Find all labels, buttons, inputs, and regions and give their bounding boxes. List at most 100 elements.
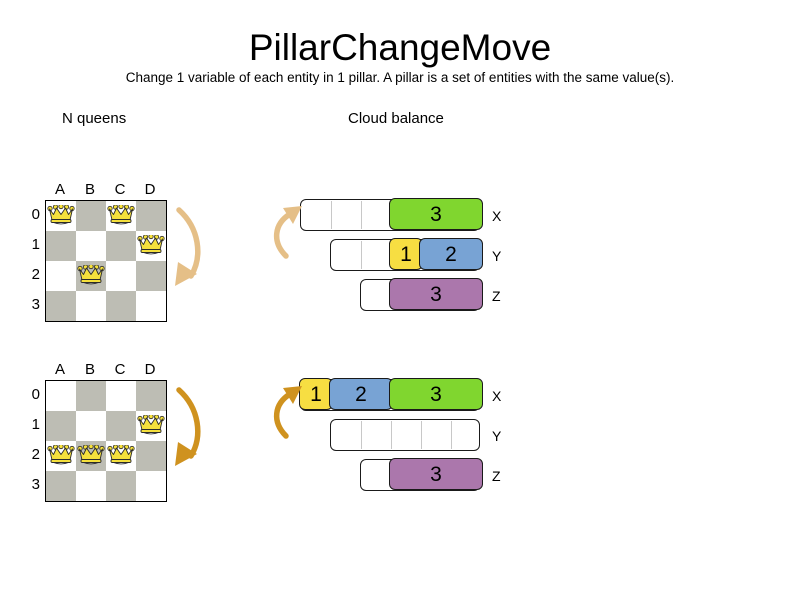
cloud-process-segment-3[interactable]: 3 [389, 378, 483, 411]
cloud-process-label: 1 [400, 242, 412, 266]
cloud-computer-label-y: Y [492, 428, 502, 444]
move-arrow-nqueens-bottom [165, 378, 225, 473]
board-cell-c1[interactable] [106, 411, 136, 441]
cloud-bar-divider [331, 201, 332, 229]
section-caption-nqueens: N queens [62, 110, 127, 127]
cloud-process-segment-3[interactable]: 3 [389, 198, 483, 231]
cloud-computer-label-z: Z [492, 288, 501, 304]
board-cell-d3[interactable] [136, 291, 166, 321]
queen-icon [107, 205, 135, 225]
cloud-computer-label-y: Y [492, 248, 502, 264]
board-cell-b0[interactable] [76, 381, 106, 411]
page-title: PillarChangeMove [248, 27, 552, 68]
cloud-process-label: 2 [355, 382, 367, 406]
board-cell-c0[interactable] [106, 201, 136, 231]
board-cell-a3[interactable] [46, 471, 76, 501]
board-file-label-d: D [144, 361, 156, 378]
board-rank-label-2: 2 [31, 446, 40, 463]
board-cell-c1[interactable] [106, 231, 136, 261]
board-cell-d0[interactable] [136, 381, 166, 411]
queen-icon [47, 445, 75, 465]
cloud-process-label: 2 [445, 242, 457, 266]
page-subtitle: Change 1 variable of each entity in 1 pi… [125, 70, 675, 85]
cloud-process-label: 3 [430, 382, 442, 406]
cloud-process-segment-3[interactable]: 3 [389, 458, 483, 491]
board-cell-a0[interactable] [46, 201, 76, 231]
board-grid [45, 380, 167, 502]
board-cell-d0[interactable] [136, 201, 166, 231]
cloud-bar-divider [421, 421, 422, 449]
board-cell-a3[interactable] [46, 291, 76, 321]
board-cell-b0[interactable] [76, 201, 106, 231]
cloud-process-segment-1[interactable]: 1 [389, 238, 423, 271]
board-cell-b3[interactable] [76, 471, 106, 501]
queen-icon [77, 445, 105, 465]
board-cell-a2[interactable] [46, 441, 76, 471]
cloud-computer-label-z: Z [492, 468, 501, 484]
board-file-label-d: D [144, 181, 156, 198]
board-file-labels: A B C D [45, 181, 165, 199]
board-rank-label-3: 3 [31, 476, 40, 493]
board-grid [45, 200, 167, 322]
board-cell-b3[interactable] [76, 291, 106, 321]
board-cell-c2[interactable] [106, 261, 136, 291]
board-cell-b2[interactable] [76, 441, 106, 471]
cloud-process-label: 1 [310, 382, 322, 406]
board-file-label-c: C [114, 181, 126, 198]
board-rank-label-1: 1 [31, 416, 40, 433]
board-cell-d2[interactable] [136, 261, 166, 291]
queen-icon [77, 265, 105, 285]
cloud-computer-bar-z[interactable]: 3 [360, 458, 483, 491]
board-cell-c2[interactable] [106, 441, 136, 471]
board-rank-label-3: 3 [31, 296, 40, 313]
board-rank-label-1: 1 [31, 236, 40, 253]
board-cell-c0[interactable] [106, 381, 136, 411]
board-cell-a0[interactable] [46, 381, 76, 411]
cloud-bar-divider [361, 201, 362, 229]
board-file-label-a: A [54, 361, 65, 378]
cloud-bar-divider [451, 421, 452, 449]
board-file-labels: A B C D [45, 361, 165, 379]
board-file-label-b: B [84, 361, 95, 378]
board-file-label-c: C [114, 361, 126, 378]
board-rank-labels: 0 1 2 3 [24, 380, 42, 500]
board-cell-a1[interactable] [46, 231, 76, 261]
move-arrow-nqueens-top [165, 198, 225, 293]
cloud-process-segment-2[interactable]: 2 [329, 378, 393, 411]
board-cell-d3[interactable] [136, 471, 166, 501]
cloud-process-label: 3 [430, 462, 442, 486]
cloud-process-label: 3 [430, 202, 442, 226]
board-rank-label-0: 0 [31, 386, 40, 403]
cloud-process-segment-3[interactable]: 3 [389, 278, 483, 311]
move-arrow-cloud-top [266, 196, 312, 268]
cloud-computer-label-x: X [492, 388, 502, 404]
board-cell-c3[interactable] [106, 471, 136, 501]
board-cell-b1[interactable] [76, 231, 106, 261]
cloud-bar-divider [361, 421, 362, 449]
queen-icon [47, 205, 75, 225]
board-cell-b2[interactable] [76, 261, 106, 291]
cloud-computer-bar-z[interactable]: 3 [360, 278, 483, 311]
cloud-computer-bar-x[interactable]: 3 [300, 198, 483, 231]
board-cell-a2[interactable] [46, 261, 76, 291]
board-rank-label-0: 0 [31, 206, 40, 223]
cloud-computer-bar-x[interactable]: 1 2 3 [299, 378, 483, 411]
board-cell-b1[interactable] [76, 411, 106, 441]
cloud-bar-divider [391, 421, 392, 449]
cloud-computer-bar-y[interactable] [330, 419, 480, 451]
section-caption-cloud-balance: Cloud balance [348, 110, 444, 127]
board-file-label-b: B [84, 181, 95, 198]
board-cell-d2[interactable] [136, 441, 166, 471]
board-cell-d1[interactable] [136, 231, 166, 261]
cloud-process-label: 3 [430, 282, 442, 306]
board-cell-d1[interactable] [136, 411, 166, 441]
cloud-computer-label-x: X [492, 208, 502, 224]
cloud-bar-divider [361, 241, 362, 269]
board-file-label-a: A [54, 181, 65, 198]
board-cell-c3[interactable] [106, 291, 136, 321]
cloud-process-segment-2[interactable]: 2 [419, 238, 483, 271]
board-cell-a1[interactable] [46, 411, 76, 441]
